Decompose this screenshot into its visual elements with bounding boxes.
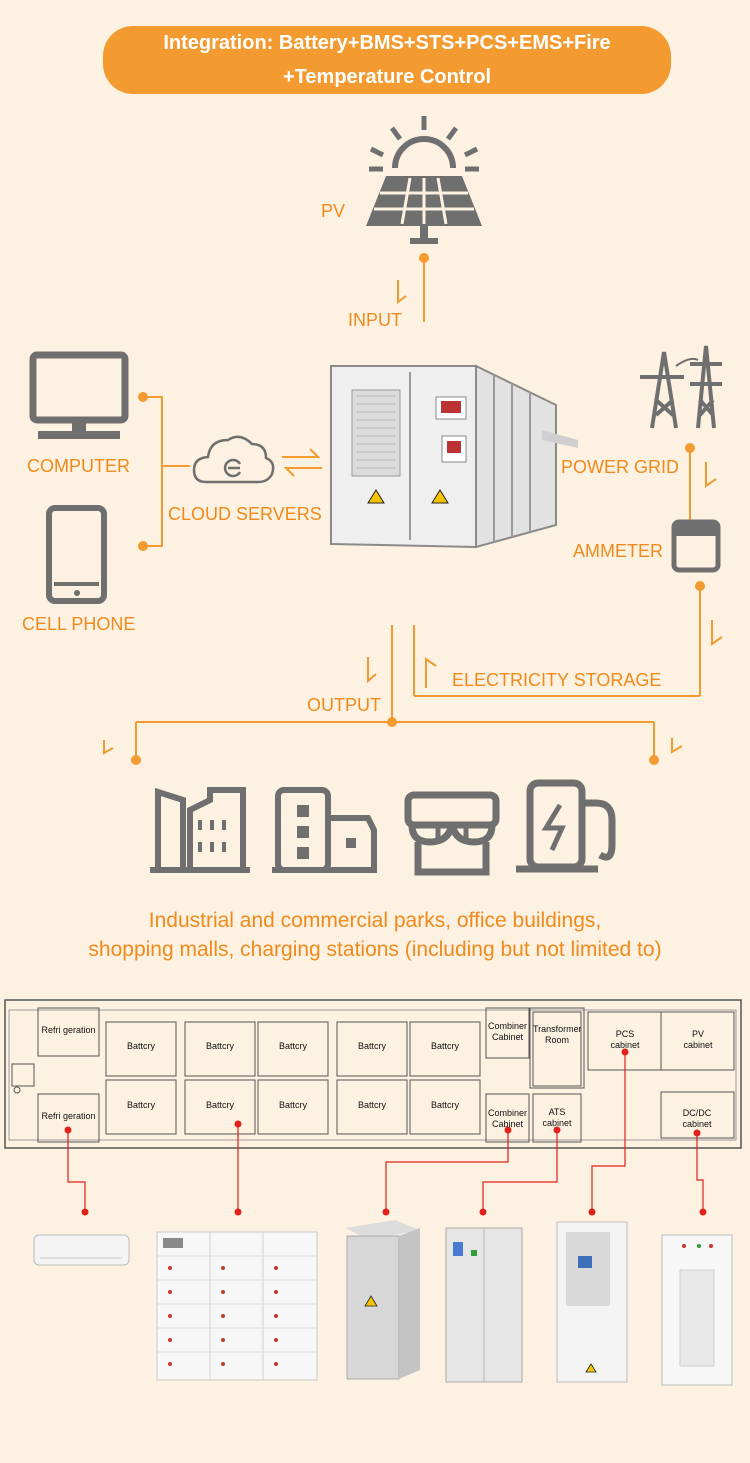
description-line-2: shopping malls, charging stations (inclu… — [88, 938, 662, 961]
pcs-cabinet-image — [556, 1221, 628, 1383]
storage-container-image — [330, 364, 578, 549]
computer-icon — [29, 351, 129, 439]
battery-label: Battcry — [278, 1100, 307, 1110]
battery-label: Battcry — [357, 1100, 386, 1110]
dcdc-cabinet-label: DC/DC cabinet — [682, 1108, 712, 1129]
transformer-room-label: Transformer Room — [533, 1024, 582, 1045]
ammeter-icon — [671, 519, 721, 573]
computer-label: COMPUTER — [27, 456, 130, 476]
combiner-cabinet-bottom-label: Combiner Cabinet — [487, 1108, 527, 1129]
two-way-arrow-icon — [282, 448, 322, 477]
title-banner: Integration: Battery+BMS+STS+PCS+EMS+Fir… — [103, 26, 671, 94]
ats-cabinet-image — [445, 1227, 523, 1383]
battery-rack-image — [156, 1231, 318, 1381]
output-label: OUTPUT — [307, 695, 381, 715]
pv-label: PV — [321, 201, 346, 221]
refrigeration-bottom-label: Refri geration — [41, 1111, 96, 1121]
combiner-cabinet-image — [345, 1220, 420, 1380]
ammeter-label: AMMETER — [573, 541, 663, 561]
air-conditioner-image — [33, 1234, 130, 1266]
cloud-servers-label: CLOUD SERVERS — [168, 504, 322, 524]
battery-label: Battcry — [430, 1041, 459, 1051]
battery-label: Battcry — [205, 1041, 234, 1051]
battery-label: Battcry — [205, 1100, 234, 1110]
pcs-cabinet-label: PCS cabinet — [610, 1029, 640, 1050]
refrigeration-top-label: Refri geration — [41, 1025, 96, 1035]
cell-phone-icon — [46, 505, 107, 604]
electricity-storage-label: ELECTRICITY STORAGE — [452, 670, 662, 690]
combiner-cabinet-top-label: Combiner Cabinet — [487, 1021, 527, 1042]
ats-cabinet-label: ATS cabinet — [542, 1107, 572, 1128]
cell-phone-label: CELL PHONE — [22, 614, 136, 634]
output-connector — [103, 625, 683, 760]
container-floor-plan — [4, 999, 742, 1216]
battery-label: Battcry — [278, 1041, 307, 1051]
device-connector — [143, 396, 190, 547]
battery-label: Battcry — [357, 1041, 386, 1051]
industrial-park-icon — [150, 787, 250, 873]
power-grid-label: POWER GRID — [561, 457, 680, 477]
banner-line-2: +Temperature Control — [283, 66, 491, 88]
storage-connector — [413, 586, 723, 697]
input-label: INPUT — [348, 310, 402, 330]
charging-station-icon — [516, 779, 616, 873]
grid-connector — [689, 448, 717, 520]
application-description: Industrial and commercial parks, office … — [0, 906, 750, 964]
solar-panel-icon — [366, 116, 482, 244]
dcdc-cabinet-image — [661, 1234, 733, 1386]
description-line-1: Industrial and commercial parks, office … — [148, 909, 602, 932]
banner-line-1: Integration: Battery+BMS+STS+PCS+EMS+Fir… — [163, 32, 611, 54]
power-grid-tower-icon — [640, 345, 722, 429]
office-building-icon — [272, 787, 377, 873]
shopping-mall-icon — [404, 791, 500, 876]
battery-label: Battcry — [126, 1100, 155, 1110]
battery-label: Battcry — [430, 1100, 459, 1110]
battery-label: Battcry — [126, 1041, 155, 1051]
input-connector — [397, 253, 429, 322]
cloud-icon — [192, 435, 275, 484]
pv-cabinet-label: PV cabinet — [683, 1029, 713, 1050]
